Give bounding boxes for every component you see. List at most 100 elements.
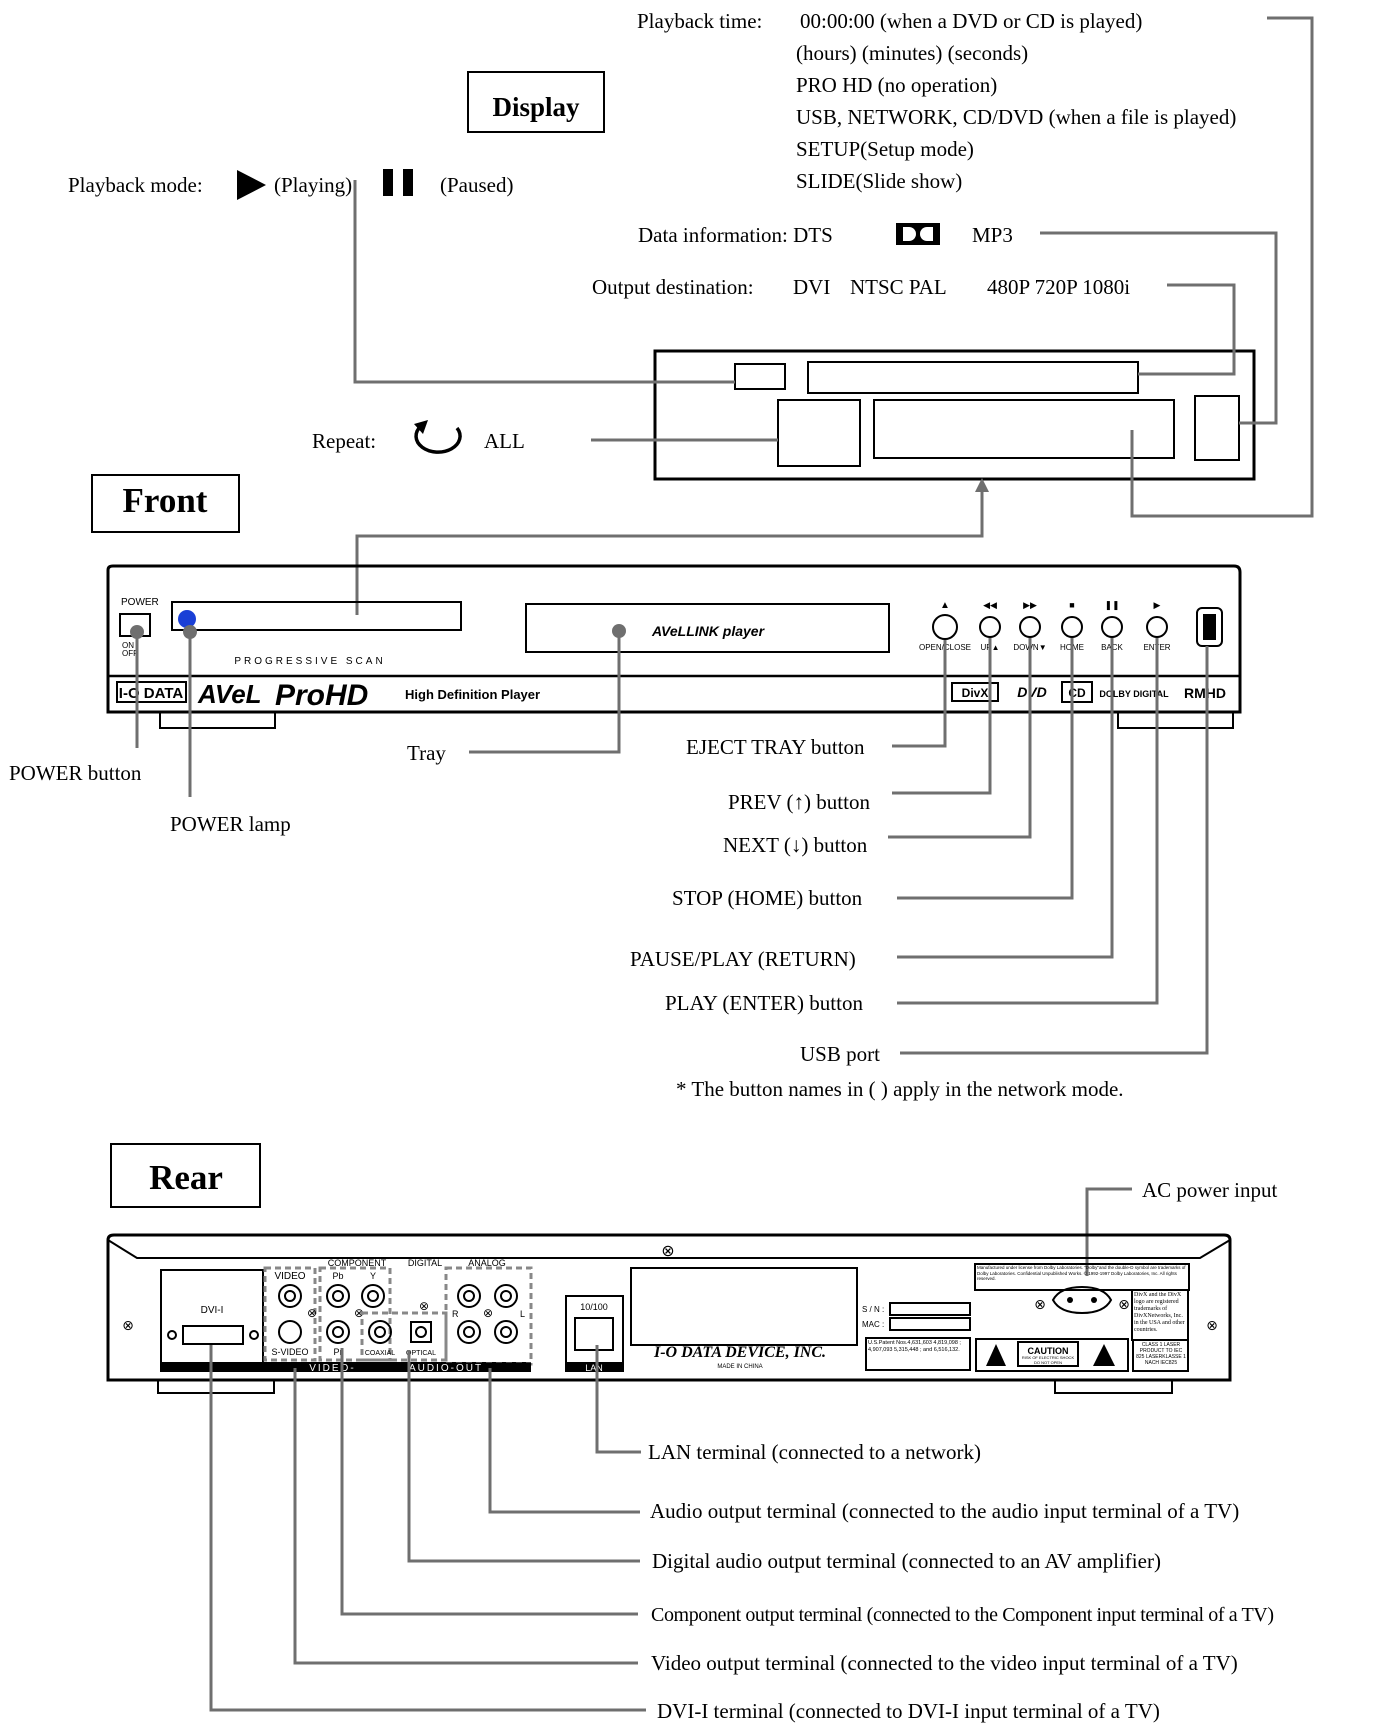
analog-r-jack-2[interactable] (457, 1320, 481, 1344)
video-leader (293, 1368, 638, 1665)
svg-text:R: R (452, 1309, 459, 1319)
component-y-jack[interactable] (361, 1284, 385, 1308)
made-in-text: MADE IN CHINA (717, 1364, 762, 1370)
output-dvi-text: DVI (793, 275, 830, 299)
svg-text:COAXIAL: COAXIAL (365, 1350, 395, 1357)
label-area (630, 1267, 858, 1346)
screw-icon: ⊗ (122, 1317, 134, 1333)
output-destination-leader (1138, 283, 1236, 376)
mac-field (889, 1317, 971, 1331)
lan-leader (595, 1345, 641, 1454)
pause-button[interactable] (1101, 616, 1123, 638)
avel-logo: AVeL (197, 679, 262, 709)
audio-label: Audio output terminal (connected to the … (650, 1499, 1239, 1523)
tray-label: Tray (407, 741, 446, 765)
output-ntsc-pal-text: NTSC PAL (850, 275, 947, 299)
usb-port[interactable] (1196, 607, 1223, 647)
data-information-label: Data information: DTS (638, 223, 833, 247)
next-label: NEXT (↓) button (723, 833, 868, 857)
eject-tray-button[interactable] (932, 614, 958, 640)
component-pb-jack[interactable] (326, 1284, 350, 1308)
prev-label: PREV (↑) button (728, 790, 870, 814)
analog-l-jack-1[interactable] (494, 1284, 518, 1308)
pause-button-icon: ❚❚ (1104, 600, 1119, 611)
company-name: I-O DATA DEVICE, INC. (653, 1344, 826, 1361)
playback-time-line1: 00:00:00 (when a DVD or CD is played) (800, 9, 1142, 33)
analog-l-jack-2[interactable] (494, 1320, 518, 1344)
svg-text:Y: Y (370, 1271, 376, 1281)
component-group (318, 1266, 392, 1362)
optical-jack[interactable] (410, 1321, 432, 1343)
svg-text:10/100: 10/100 (580, 1302, 608, 1312)
display-repeat-segment (777, 399, 861, 467)
analog-r-jack-1[interactable] (457, 1284, 481, 1308)
laser-note: CLASS 1 LASER PRODUCT TO IEC 825 LASERKL… (1136, 1342, 1186, 1366)
prev-leader (892, 638, 992, 795)
display-heading: Display (492, 92, 580, 122)
video-group (263, 1266, 317, 1362)
display-mode-segment (734, 363, 786, 390)
svg-text:⊗: ⊗ (1034, 1296, 1046, 1312)
pause-icon (383, 169, 393, 196)
svg-text:VIDEO: VIDEO (274, 1271, 305, 1282)
power-lamp (178, 610, 196, 628)
play-button[interactable] (1146, 616, 1168, 638)
prev-button[interactable] (979, 616, 1001, 638)
svg-text:ON: ON (122, 641, 134, 650)
tray-leader (469, 631, 621, 754)
data-information-leader (1040, 231, 1278, 425)
stop-icon: ■ (1069, 600, 1074, 610)
dvd-logo: DVD (1017, 684, 1047, 700)
warning-icon (1093, 1344, 1115, 1366)
sn-field (889, 1302, 971, 1316)
warning-icon (986, 1344, 1006, 1366)
display-data-segment (1194, 395, 1240, 461)
playback-mode-label: Playback mode: (68, 173, 203, 197)
dvi-connector[interactable] (182, 1325, 244, 1345)
player-desc: High Definition Player (405, 687, 540, 702)
digital-label: Digital audio output terminal (connected… (652, 1549, 1161, 1573)
next-icon: ▶▶ (1023, 600, 1037, 610)
output-resolution-text: 480P 720P 1080i (987, 275, 1130, 299)
prev-icon: ◀◀ (983, 600, 997, 610)
paused-text: (Paused) (440, 173, 513, 197)
next-button[interactable] (1019, 616, 1041, 638)
rmhd-logo: RMHD (1184, 685, 1226, 701)
video-jack[interactable] (278, 1284, 302, 1308)
stop-button[interactable] (1061, 616, 1083, 638)
svg-text:L: L (520, 1309, 525, 1319)
component-label: Component output terminal (connected to … (651, 1604, 1274, 1626)
svg-text:OPTICAL: OPTICAL (406, 1350, 436, 1357)
caution-text: CAUTION (1028, 1346, 1069, 1356)
lan-port[interactable] (574, 1317, 614, 1351)
tray-logo: AVeLLINK player (651, 623, 766, 639)
component-pr-jack[interactable] (326, 1320, 350, 1344)
svg-text:DIGITAL: DIGITAL (408, 1258, 442, 1268)
play-button-icon: ▶ (1154, 600, 1161, 610)
screw-icon: ⊗ (1206, 1317, 1218, 1333)
pause-leader (897, 638, 1114, 959)
mp3-text: MP3 (972, 223, 1013, 247)
component-leader (340, 1348, 638, 1616)
display-window (653, 349, 1256, 481)
next-leader (888, 638, 1032, 839)
playback-mode-leader (353, 180, 735, 384)
display-time-segment (873, 399, 1175, 459)
tray-to-display-leader (355, 484, 984, 615)
rear-heading-box (110, 1143, 261, 1208)
svg-text:LAN: LAN (585, 1363, 603, 1373)
dvi-text: DVI-I (201, 1305, 224, 1316)
coaxial-jack[interactable] (368, 1320, 392, 1344)
playback-time-line5: SETUP(Setup mode) (796, 137, 974, 161)
front-tray[interactable] (525, 603, 890, 653)
dvi-label: DVI-I terminal (connected to DVI-I input… (657, 1699, 1160, 1723)
front-buttons: ▲ OPEN/CLOSE ◀◀ UP▲ ▶▶ DOWN▼ ■ HOME ❚❚ B… (919, 600, 1223, 652)
ac-power-label: AC power input (1142, 1178, 1277, 1202)
svg-text:⊗: ⊗ (1118, 1296, 1130, 1312)
ac-inlet[interactable] (1051, 1285, 1113, 1315)
ac-power-leader (1085, 1187, 1132, 1276)
svideo-jack[interactable] (278, 1320, 302, 1344)
front-footnote: * The button names in ( ) apply in the n… (676, 1077, 1124, 1101)
playback-time-line4: USB, NETWORK, CD/DVD (when a file is pla… (796, 105, 1236, 129)
